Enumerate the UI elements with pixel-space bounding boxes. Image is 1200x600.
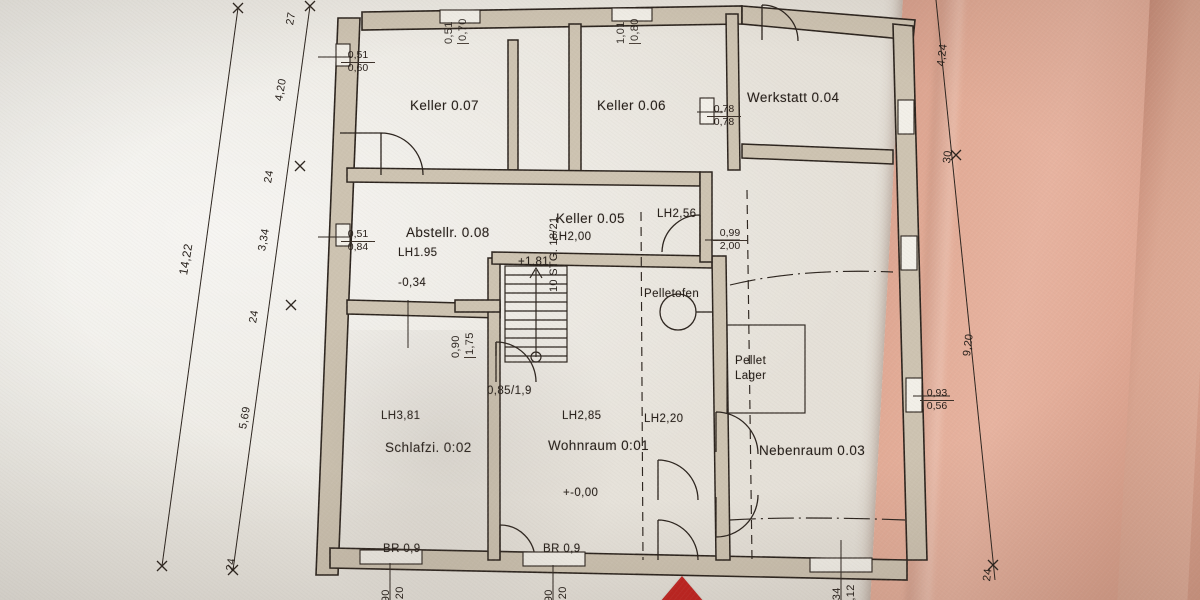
opening-dim-width: 0,78 <box>713 103 735 115</box>
dim-left-l5: 24 <box>247 309 262 324</box>
dim-right-r4: 24 <box>981 567 995 582</box>
window-dim-w3-a: 1,34 <box>831 587 843 600</box>
dimension-lines <box>156 0 999 581</box>
room-label-r02: Schlafzi. 0:02 <box>385 440 472 455</box>
section-centerlines <box>640 189 753 561</box>
opening-dim-height: 0,78 <box>707 115 741 129</box>
opening-dim-height: 0,60 <box>341 61 375 75</box>
annotation-a6: Pelletofen <box>644 288 700 300</box>
annotation-a7: Pellet <box>735 355 767 367</box>
jog-dim-width: 0,90 <box>450 335 462 358</box>
opening-dim-width: 0,51 <box>347 228 369 240</box>
interior-walls <box>346 13 894 561</box>
annotation-a14: BR 0,9 <box>383 543 421 555</box>
pellet-stove-symbol <box>659 293 712 331</box>
annotation-a2: -0,34 <box>398 277 427 289</box>
opening-dim-height: 0,56 <box>920 399 954 413</box>
annotation-a8: Lager <box>735 370 767 382</box>
annotation-a4: LH2,56 <box>657 208 697 220</box>
opening-dim-width: 0,51 <box>347 49 369 61</box>
dim-left-l7: 24 <box>224 557 239 572</box>
window-dim-w1-a: 1,90 <box>380 589 392 600</box>
annotation-a1: LH1.95 <box>398 247 438 259</box>
opening-dim-height: 2,00 <box>713 239 747 253</box>
opening-dim-width: 0,93 <box>926 387 948 399</box>
annotation-a3: LH2,00 <box>552 231 592 243</box>
window-dim-w3-b: 1,12 <box>845 584 857 600</box>
staircase <box>504 265 568 363</box>
annotation-a13: 0,85/1,9 <box>487 385 532 397</box>
exterior-walls <box>315 5 928 581</box>
room-label-r08: Abstellr. 0.08 <box>406 225 490 240</box>
entry-marker-triangle <box>660 576 704 600</box>
jog-dim-height: 1,75 <box>464 332 476 358</box>
room-label-r03: Nebenraum 0.03 <box>759 443 866 458</box>
room-label-r06: Keller 0.06 <box>597 98 666 113</box>
room-label-r04: Werkstatt 0.04 <box>747 90 840 105</box>
dim-left-l1: 27 <box>284 11 299 26</box>
window-dim-t2-b: 0,80 <box>629 18 641 44</box>
window-dim-w2-b: 1,20 <box>557 586 569 600</box>
annotation-a9: LH3,81 <box>381 410 421 422</box>
dim-left-l3: 24 <box>262 169 277 184</box>
stair-count-label: 10 STG. 18/21 <box>548 216 560 292</box>
window-dim-w1-b: 1,20 <box>394 586 406 600</box>
window-dim-t2-a: 1,01 <box>615 21 627 44</box>
room-label-r07: Keller 0.07 <box>410 98 479 113</box>
thin-outlines <box>726 270 906 521</box>
annotation-a15: BR 0,9 <box>543 543 581 555</box>
opening-dim-width: 0,99 <box>719 227 741 239</box>
dim-right-r2: 30 <box>941 149 955 164</box>
opening-dim-ticks <box>318 56 950 600</box>
annotation-a10: LH2,85 <box>562 410 602 422</box>
window-dim-t1-b: 0,70 <box>457 18 469 44</box>
annotation-a12: +-0,00 <box>563 487 599 499</box>
room-label-r05: Keller 0.05 <box>556 211 625 226</box>
window-dim-t1-a: 0,51 <box>443 21 455 44</box>
room-label-r01: Wohnraum 0:01 <box>548 438 650 453</box>
opening-dim-height: 0,84 <box>341 240 375 254</box>
window-dim-w2-a: 1,90 <box>543 589 555 600</box>
annotation-a11: LH2,20 <box>644 413 684 425</box>
annotation-a5: +1,81 <box>518 256 550 268</box>
